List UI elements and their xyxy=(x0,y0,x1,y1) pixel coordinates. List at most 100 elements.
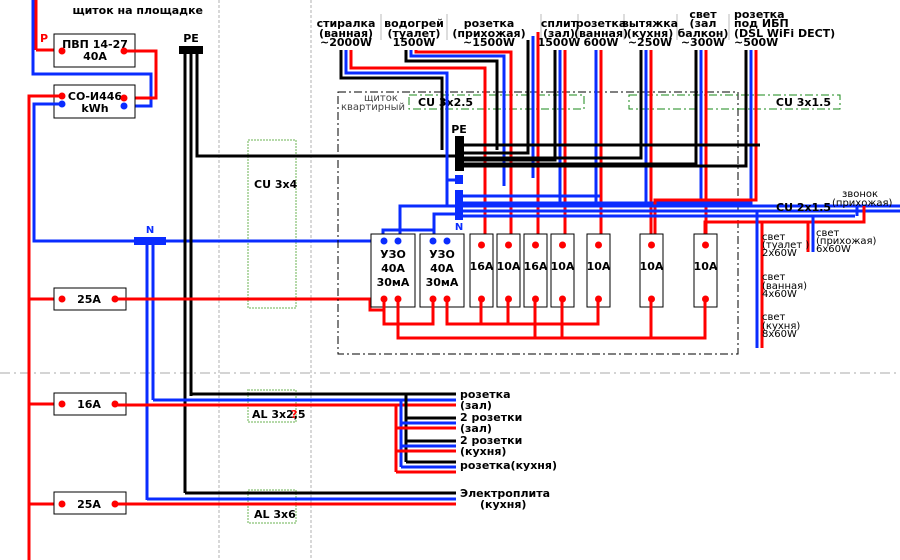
pe-bar-panel xyxy=(455,136,464,171)
load-power: 6x60W xyxy=(816,244,851,255)
pe-label-panel: PE xyxy=(451,123,467,136)
load-room: (зал xyxy=(690,17,717,30)
load-name: розетка xyxy=(464,17,515,30)
load-room: (прихожая) xyxy=(452,27,525,40)
terminal xyxy=(429,237,437,245)
pe-bar-left xyxy=(179,46,203,54)
wire xyxy=(344,50,449,180)
terminal xyxy=(702,241,709,249)
load-room: (кухня) xyxy=(460,445,506,458)
rcd-type: УЗО xyxy=(380,248,406,261)
pe-label-left: PE xyxy=(183,32,199,45)
terminal xyxy=(559,241,566,249)
landing-breaker-16a: 16А xyxy=(29,392,127,416)
load-name: розетка xyxy=(460,388,511,401)
load-name: свет xyxy=(689,8,717,21)
wire xyxy=(32,102,140,243)
load-name: вытяжка xyxy=(622,17,678,30)
load-2-sockets-kitchen: 2 розетки (кухня) xyxy=(460,434,522,458)
cable-marker-cu3x4 xyxy=(247,139,297,309)
load-power: 600W xyxy=(583,36,618,49)
wire xyxy=(460,50,557,162)
breaker-rating: 16А xyxy=(470,260,494,273)
rcd-leakage: 30мА xyxy=(426,276,459,289)
wire xyxy=(460,50,748,168)
terminal xyxy=(532,241,539,249)
load-power: ~300W xyxy=(681,36,725,49)
landing-breaker-25a-1: 25А xyxy=(29,287,385,312)
load-name: свет xyxy=(762,272,786,283)
terminal xyxy=(443,237,451,245)
load-room: (туалет ) xyxy=(762,240,809,251)
load-name: розетка xyxy=(734,8,785,21)
load-light-kitchen: свет (кухня) 8x60W xyxy=(762,312,800,340)
load-room: (зал) xyxy=(543,27,575,40)
breaker-rating: 10А xyxy=(551,260,575,273)
breaker-rating: 10А xyxy=(640,260,664,273)
rcd-body xyxy=(419,233,465,308)
load-room: (кухня) xyxy=(627,27,673,40)
rcd-current: 40А xyxy=(381,262,405,275)
load-name: Электроплита xyxy=(460,487,550,500)
terminal xyxy=(120,94,128,102)
load-room: (кухня) xyxy=(762,321,800,332)
load-name: розетка(кухня) xyxy=(460,459,557,472)
load-socket-hall: розетка (зал) xyxy=(460,388,511,412)
landing-breaker-25a-2: 25А xyxy=(29,491,127,515)
cable-label-al3x25: AL 3x2,5 xyxy=(252,408,306,421)
load-detail: под ИБП xyxy=(734,17,789,30)
load-socket-kitchen: розетка(кухня) xyxy=(460,459,557,472)
load-power: ~2000W xyxy=(320,36,372,49)
load-stove: Электроплита (кухня) xyxy=(460,487,550,511)
load-power: 1500W xyxy=(538,36,581,49)
load-name: водогрей xyxy=(384,17,444,30)
load-name: сплит xyxy=(541,17,578,30)
cable-label-cu2x15: CU 2x1.5 xyxy=(776,201,831,214)
neutral-label-left: N xyxy=(146,225,154,236)
main-breaker-rating: 40А xyxy=(83,50,107,63)
cable-marker-al3x6 xyxy=(247,489,297,524)
load-light-bathroom: свет (ванная) 4x60W xyxy=(762,272,807,300)
main-breaker-model: ПВП 14-27 xyxy=(62,38,128,51)
wire xyxy=(382,299,435,326)
load-power: 4x60W xyxy=(762,289,797,300)
load-power: 1500W xyxy=(393,36,436,49)
load-room-2: балкон) xyxy=(678,27,729,40)
rcd-leakage: 30мА xyxy=(377,276,410,289)
terminal xyxy=(394,237,402,245)
terminal xyxy=(58,500,66,508)
rcd-type: УЗО xyxy=(429,248,455,261)
rcd-2: УЗО 40А 30мА xyxy=(419,233,465,308)
cable-label-cu3x15: CU 3x1.5 xyxy=(776,96,831,109)
neutral-bar-panel-upper xyxy=(455,175,463,184)
load-room: (ванная) xyxy=(762,281,807,292)
neutral-bar-panel-lower xyxy=(455,190,463,220)
load-light-hallway: свет (прихожая) 6x60W xyxy=(816,228,876,255)
load-room: (прихожая) xyxy=(816,236,876,247)
panel-breaker-4: 10А xyxy=(550,233,575,308)
load-light-toilet: свет (туалет ) 2x60W xyxy=(762,232,809,259)
neutral-bar-left xyxy=(134,237,166,245)
breaker-rating: 10А xyxy=(694,260,718,273)
load-power: ~500W xyxy=(734,36,778,49)
panel-breaker-5: 10А xyxy=(586,233,611,308)
load-room: (прихожая) xyxy=(832,198,892,209)
terminal xyxy=(58,295,66,303)
wire xyxy=(445,178,455,205)
breaker-rating: 25А xyxy=(77,293,101,306)
load-power: ~1500W xyxy=(463,36,515,49)
load-name: розетка xyxy=(576,17,627,30)
terminal xyxy=(380,237,388,245)
load-room: (туалет) xyxy=(388,27,441,40)
neutral-label-panel: N xyxy=(455,222,463,233)
load-power: 8x60W xyxy=(762,329,797,340)
load-name: свет xyxy=(762,312,786,323)
load-2-sockets-hall: 2 розетки (зал) xyxy=(460,411,522,435)
terminal xyxy=(58,400,66,408)
rcd-1: УЗО 40А 30мА xyxy=(370,233,416,308)
wire xyxy=(404,50,499,150)
wire xyxy=(339,50,444,150)
load-room: (зал) xyxy=(460,399,492,412)
landing-panel-title: щиток на площадке xyxy=(72,4,203,17)
